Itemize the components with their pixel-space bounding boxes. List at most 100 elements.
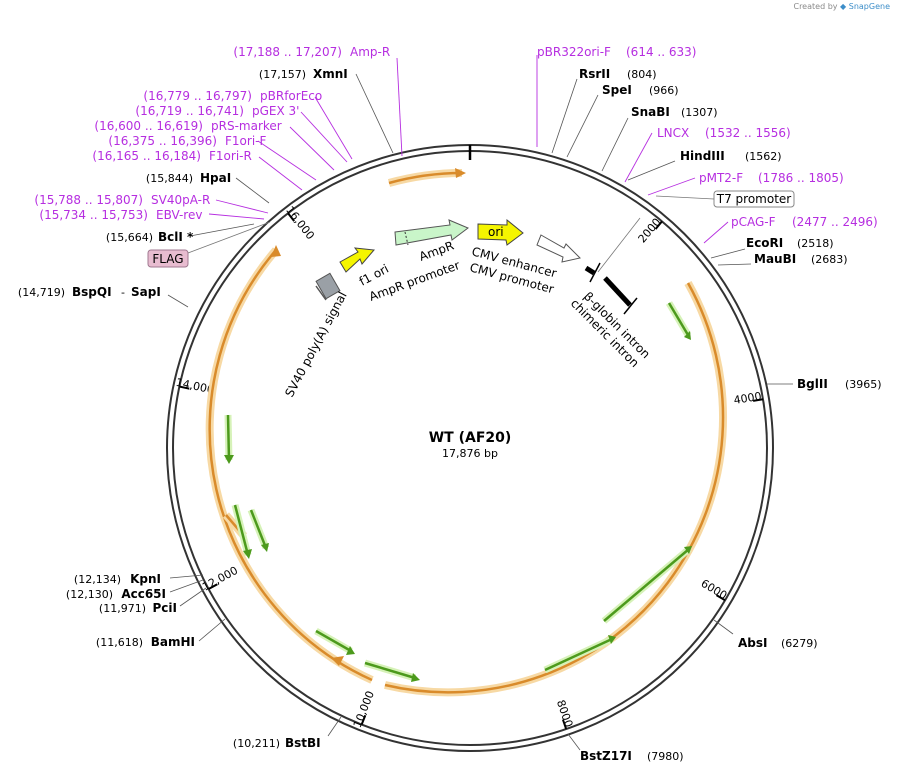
orf-bottom-arrowhead — [331, 656, 344, 666]
ori-label: ori — [488, 225, 504, 239]
green-arrowhead-5 — [346, 646, 355, 655]
site-bglii: BglII — [797, 377, 828, 391]
green-arrow-1 — [667, 302, 690, 336]
primer-pgex3-pos: (16,719 .. 16,741) — [135, 104, 244, 118]
site-acc65i: Acc65I — [121, 587, 166, 601]
plasmid-name: WT (AF20) — [429, 430, 512, 446]
site-hindiii: HindIII — [680, 149, 725, 163]
green-arrowhead-7 — [608, 635, 616, 644]
tick-label-5: 12,000 — [200, 564, 240, 594]
acc65i-leader — [169, 579, 204, 593]
primer-f1ori-r: F1ori-R — [209, 149, 252, 163]
primer-pcag-f-pos: (2477 .. 2496) — [792, 215, 878, 229]
site-spei-pos: (966) — [649, 84, 679, 97]
primer-ebv-rev-pos: (15,734 .. 15,753) — [39, 208, 148, 222]
site-bstz17i-pos: (7980) — [647, 750, 684, 763]
tick-mark-4 — [360, 714, 367, 725]
f1-ori-arrow — [339, 247, 375, 273]
primer-sv40pa-r-pos: (15,788 .. 15,807) — [34, 193, 143, 207]
snapgene-credit: Created by ◆ SnapGene — [793, 2, 890, 11]
site-xmni-pos: (17,157) — [259, 68, 306, 81]
bamhi-leader — [198, 618, 226, 642]
site-bstbi: BstBI — [285, 736, 321, 750]
site-acc65i-pos: (12,130) — [66, 588, 113, 601]
site-kpni-pos: (12,134) — [74, 573, 121, 586]
tick-mark-0 — [654, 220, 663, 230]
prsmarker-leader — [289, 126, 335, 171]
f1orir-leader — [258, 156, 303, 191]
site-leaders — [167, 73, 793, 751]
site-ecori: EcoRI — [746, 236, 783, 250]
primer-amp-r-pos: (17,188 .. 17,207) — [233, 45, 342, 59]
primer-f1ori-f-pos: (16,375 .. 16,396) — [108, 134, 217, 148]
orf-right — [384, 282, 725, 694]
primer-pbr322ori-f: pBR322ori-F — [537, 45, 611, 59]
pbrforeco-leader — [314, 96, 353, 160]
tick-label-7: 16,000 — [283, 204, 317, 242]
pmt2-leader — [647, 177, 696, 196]
sv40-signal-box — [315, 272, 341, 300]
primer-pmt2-f-pos: (1786 .. 1805) — [758, 171, 844, 185]
primer-f1ori-f: F1ori-F — [225, 134, 266, 148]
site-spei: SpeI — [602, 83, 632, 97]
site-pcii: PciI — [153, 601, 178, 615]
primer-prs-marker-pos: (16,600 .. 16,619) — [94, 119, 203, 133]
inner-feature-labels: f1 ori AmpR AmpR promoter CMV enhancer C… — [282, 238, 653, 399]
site-xmni: XmnI — [313, 67, 348, 81]
credit-prefix: Created by — [793, 2, 838, 11]
orf-right-halo — [384, 281, 727, 697]
ampr-arrow — [394, 219, 469, 246]
site-absi-pos: (6279) — [781, 637, 818, 650]
t7-promoter-label: T7 promoter — [716, 192, 792, 206]
primer-pbr322ori-f-pos: (614 .. 633) — [626, 45, 696, 59]
maubi-leader — [717, 263, 752, 266]
site-maubi: MauBI — [754, 252, 796, 266]
site-absi: AbsI — [738, 636, 767, 650]
intron-tick-a — [589, 262, 601, 283]
green-arrow-3 — [233, 504, 250, 556]
tick-mark-5 — [208, 583, 218, 590]
site-bcli-pos: (15,664) — [106, 231, 153, 244]
green-arrowhead-1 — [684, 331, 691, 340]
rsrii-leader — [551, 78, 578, 154]
lncx-leader — [624, 132, 653, 183]
primer-pmt2-f: pMT2-F — [699, 171, 743, 185]
primer-sv40pa-r: SV40pA-R — [151, 193, 210, 207]
green-arrowhead-2 — [224, 455, 234, 464]
flag-label: FLAG — [152, 252, 183, 266]
t7-promoter-leader — [655, 195, 715, 200]
sv40-label: SV40 poly(A) signal — [282, 289, 349, 399]
green-arrow-7 — [544, 637, 613, 672]
primer-lncx-pos: (1532 .. 1556) — [705, 126, 791, 140]
primer-pgex3: pGEX 3' — [252, 104, 299, 118]
credit-brand: SnapGene — [848, 2, 890, 11]
ori-arrow — [477, 218, 524, 246]
site-bstz17i: BstZ17I — [580, 749, 632, 763]
tick-mark-7 — [287, 212, 295, 222]
spei-leader — [566, 94, 599, 158]
primer-ebv-rev: EBV-rev — [156, 208, 202, 222]
site-hpai: HpaI — [200, 171, 231, 185]
tick-label-4: 10,000 — [351, 689, 377, 730]
ecori-leader — [710, 248, 746, 259]
green-arrow-5 — [315, 629, 352, 653]
hindiii-leader — [627, 160, 676, 181]
primer-pbrforeco-pos: (16,779 .. 16,797) — [143, 89, 252, 103]
site-bamhi-pos: (11,618) — [96, 636, 143, 649]
pgex3-leader — [300, 111, 348, 163]
cmv-enhancer-arrow — [536, 234, 581, 263]
bstz17i-leader — [567, 733, 581, 751]
cmv-promoter-mark — [584, 265, 596, 276]
site-bamhi: BamHI — [151, 635, 195, 649]
green-features — [224, 301, 692, 682]
tick-mark-1 — [752, 398, 764, 402]
site-bspqi-pos: (14,719) — [18, 286, 65, 299]
bspqi-leader — [167, 294, 189, 308]
bstbi-leader — [327, 716, 342, 737]
xmni-leader — [355, 73, 394, 154]
site-separator: - — [121, 286, 125, 299]
site-hindiii-pos: (1562) — [745, 150, 782, 163]
t7-leader — [597, 217, 641, 273]
